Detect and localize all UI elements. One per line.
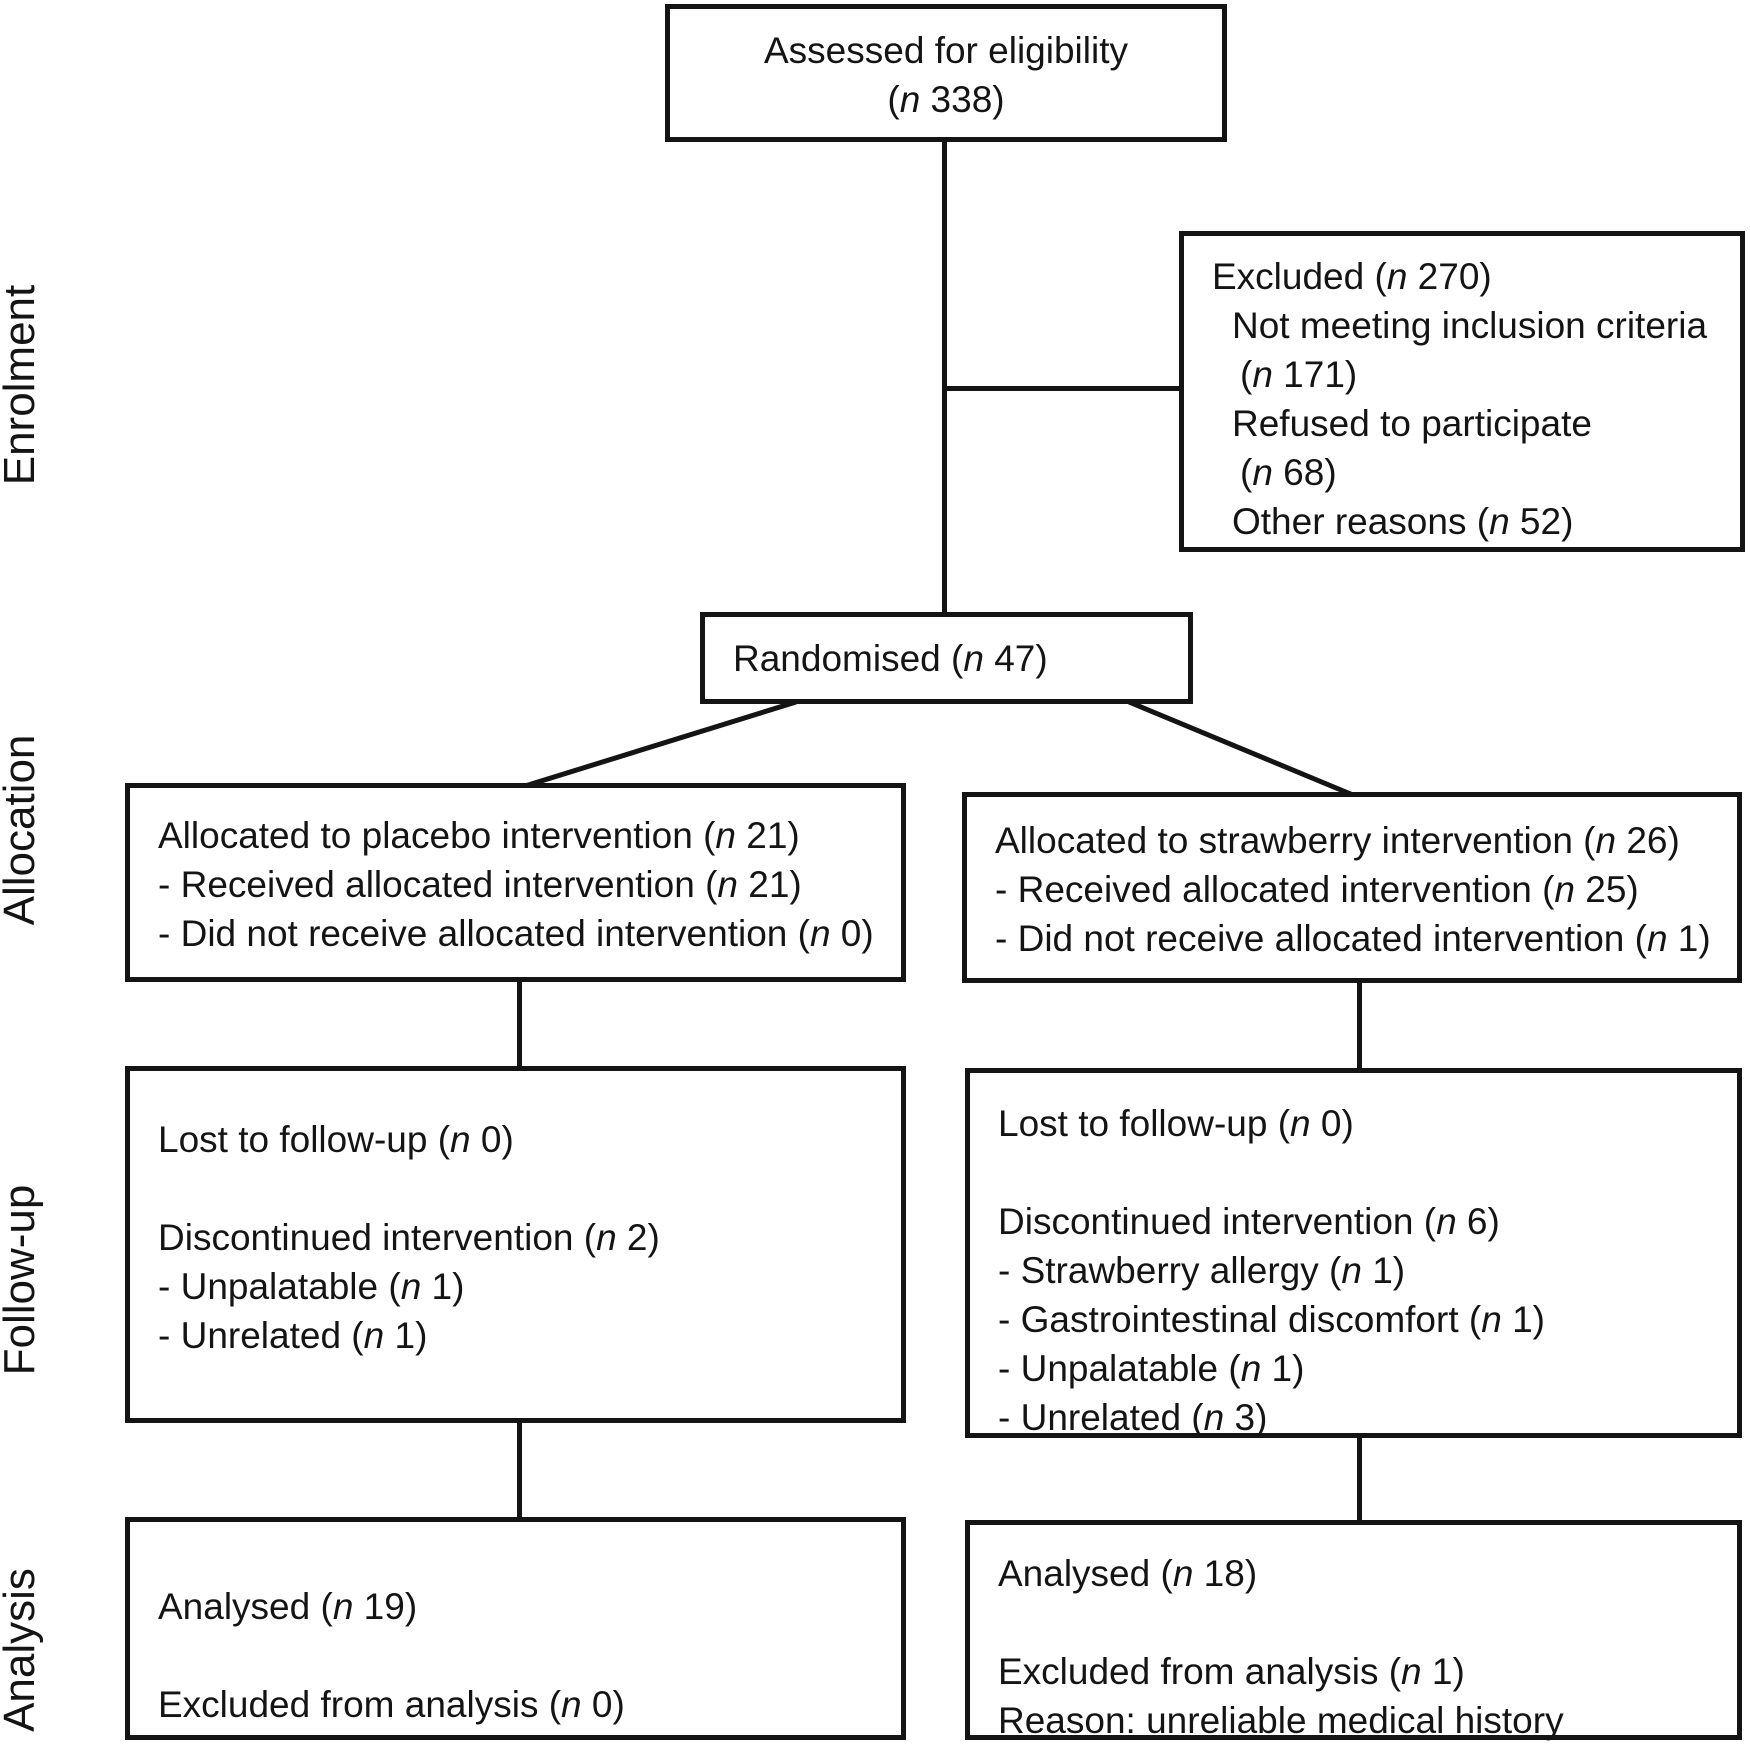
connector-branch-to-excluded [942, 386, 1182, 391]
allocation-strawberry-box: Allocated to strawberry intervention (n … [962, 792, 1742, 983]
connector-randomised-to-placebo [524, 699, 797, 789]
connector-followup-to-analysis-right [1357, 1431, 1362, 1524]
randomised-box: Randomised (n 47) [700, 612, 1193, 704]
stage-label-analysis: Analysis [0, 1568, 44, 1732]
analysis-strawberry-box: Analysed (n 18) Excluded from analysis (… [965, 1520, 1742, 1741]
allocation-placebo-box: Allocated to placebo intervention (n 21)… [125, 783, 906, 982]
connector-randomised-to-strawberry [1128, 699, 1354, 798]
excluded-box: Excluded (n 270)Not meeting inclusion cr… [1179, 231, 1745, 552]
stage-label-enrolment: Enrolment [0, 284, 44, 486]
stage-label-follow-up: Follow-up [0, 1184, 44, 1376]
connector-assessed-to-randomised [942, 140, 947, 614]
connector-alloc-to-followup-left [517, 980, 522, 1070]
connector-followup-to-analysis-left [517, 1421, 522, 1521]
connector-alloc-to-followup-right [1357, 981, 1362, 1072]
followup-placebo-box: Lost to follow-up (n 0) Discontinued int… [125, 1066, 906, 1423]
assessed-for-eligibility-box: Assessed for eligibility(n 338) [665, 4, 1227, 142]
stage-label-allocation: Allocation [0, 734, 44, 926]
followup-strawberry-box: Lost to follow-up (n 0) Discontinued int… [965, 1068, 1742, 1438]
analysis-placebo-box: Analysed (n 19) Excluded from analysis (… [125, 1517, 906, 1740]
